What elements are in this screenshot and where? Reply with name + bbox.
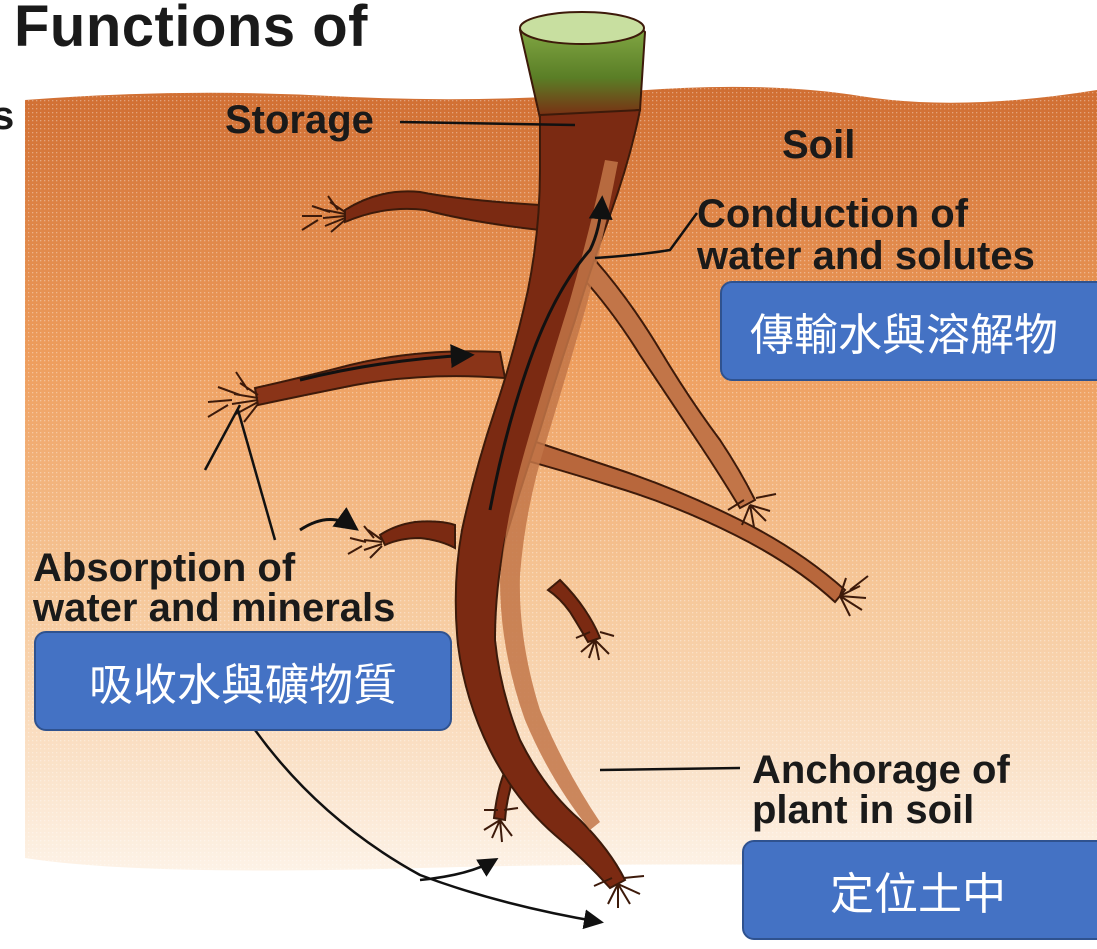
label-soil: Soil <box>782 125 855 165</box>
stem-cut <box>520 12 644 44</box>
label-storage: Storage <box>225 100 374 140</box>
callout-anchorage: 定位土中 <box>742 840 1097 940</box>
label-anchorage-line2: plant in soil <box>752 790 1010 830</box>
label-absorption: Absorption of water and minerals <box>33 548 395 628</box>
label-absorption-line2: water and minerals <box>33 588 395 628</box>
label-conduction: Conduction of water and solutes <box>697 193 1035 277</box>
callout-conduction-text: 傳輸水與溶解物 <box>750 299 1058 363</box>
callout-anchorage-text: 定位土中 <box>830 858 1006 922</box>
label-anchorage-line1: Anchorage of <box>752 750 1010 790</box>
label-anchorage: Anchorage of plant in soil <box>752 750 1010 830</box>
callout-absorption: 吸收水與礦物質 <box>34 631 452 731</box>
title-edge-text: s <box>0 96 14 136</box>
label-conduction-line1: Conduction of <box>697 193 1035 235</box>
callout-absorption-text: 吸收水與礦物質 <box>89 649 397 713</box>
label-conduction-line2: water and solutes <box>697 235 1035 277</box>
label-absorption-line1: Absorption of <box>33 548 395 588</box>
page-title: Functions of <box>14 0 368 56</box>
callout-conduction: 傳輸水與溶解物 <box>720 281 1097 381</box>
